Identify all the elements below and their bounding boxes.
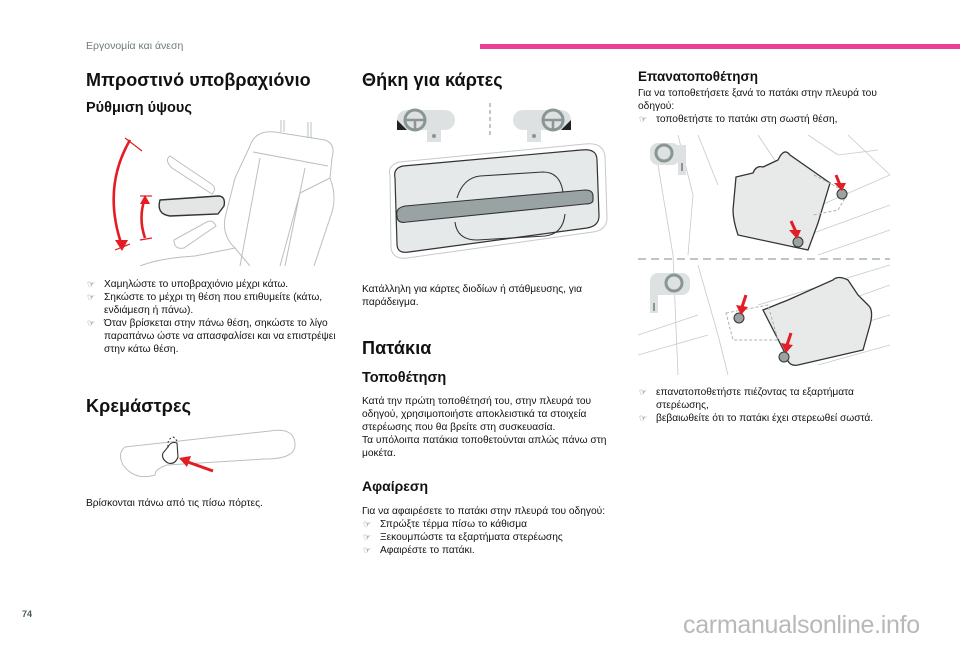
pointing-hand-icon: ☞: [363, 545, 372, 555]
removal-intro: Για να αφαιρέσετε το πατάκι στην πλευρά …: [362, 506, 606, 517]
list-item: ☞Σηκώστε το μέχρι τη θέση που επιθυμείτε…: [87, 292, 323, 316]
armrest-instructions: ☞Χαμηλώστε το υποβραχιόνιο μέχρι κάτω. ☞…: [86, 278, 344, 356]
card-holder-title: Θήκη για κάρτες: [362, 70, 503, 90]
fitting-paragraph: Τα υπόλοιπα πατάκια τοποθετούνται απλώς …: [362, 435, 607, 459]
list-item: ☞Ξεκουμπώστε τα εξαρτήματα στερέωσης: [363, 532, 563, 543]
card-holder-illustration: [385, 98, 615, 260]
removal-section: Για να αφαιρέσετε το πατάκι στην πλευρά …: [362, 505, 627, 557]
list-item: ☞τοποθετήστε το πατάκι στη σωστή θέση,: [639, 114, 838, 125]
list-item: ☞βεβαιωθείτε ότι το πατάκι έχει στερεωθε…: [639, 413, 874, 424]
left-hand-drive-icon: [650, 143, 686, 175]
pointing-hand-icon: ☞: [639, 114, 648, 124]
pointing-hand-icon: ☞: [87, 318, 96, 328]
removal-subtitle: Αφαίρεση: [362, 478, 429, 494]
section-label: Εργονομία και άνεση: [86, 40, 184, 52]
pointing-hand-icon: ☞: [639, 413, 648, 423]
coat-hook-illustration: [115, 425, 305, 483]
fitting-subtitle: Τοποθέτηση: [362, 370, 447, 386]
pointing-hand-icon: ☞: [639, 387, 648, 397]
fitting-paragraph: Κατά την πρώτη τοποθέτησή του, στην πλευ…: [362, 396, 592, 433]
fitting-text: Κατά την πρώτη τοποθέτησή του, στην πλευ…: [362, 395, 622, 460]
list-item: ☞επανατοποθετήστε πιέζοντας τα εξαρτήματ…: [639, 387, 854, 411]
pointing-hand-icon: ☞: [87, 279, 96, 289]
hooks-title: Κρεμάστρες: [86, 396, 192, 416]
mats-title: Πατάκια: [362, 338, 432, 358]
list-item: ☞Όταν βρίσκεται στην πάνω θέση, σηκώστε …: [87, 318, 336, 355]
list-item: ☞Αφαιρέστε το πατάκι.: [363, 545, 475, 556]
floor-mat-illustration: [638, 135, 890, 375]
list-item: ☞Σπρώξτε τέρμα πίσω το κάθισμα: [363, 519, 528, 530]
pointing-hand-icon: ☞: [363, 519, 372, 529]
refitting-intro: Για να τοποθετήσετε ξανά το πατάκι στην …: [638, 88, 877, 112]
right-hand-drive-icon: [513, 108, 571, 142]
refitting-steps-top: ☞τοποθετήστε το πατάκι στη σωστή θέση,: [638, 113, 888, 126]
refitting-steps-bottom: ☞επανατοποθετήστε πιέζοντας τα εξαρτήματ…: [638, 386, 893, 425]
hooks-text: Βρίσκονται πάνω από τις πίσω πόρτες.: [86, 498, 263, 509]
armrest-illustration: [100, 118, 345, 266]
list-item: ☞Χαμηλώστε το υποβραχιόνιο μέχρι κάτω.: [87, 279, 289, 290]
section-accent-bar: [480, 44, 960, 49]
card-holder-text: Κατάλληλη για κάρτες διοδίων ή στάθμευση…: [362, 284, 583, 308]
height-adjust-subtitle: Ρύθμιση ύψους: [86, 100, 192, 116]
removal-steps: ☞Σπρώξτε τέρμα πίσω το κάθισμα ☞Ξεκουμπώ…: [362, 518, 627, 557]
left-hand-drive-icon: [397, 108, 455, 142]
refitting-title: Επανατοποθέτηση: [638, 69, 758, 84]
page-number: 74: [22, 609, 33, 619]
watermark: carmanualsonline.info: [683, 611, 920, 639]
pointing-hand-icon: ☞: [363, 532, 372, 542]
refitting-intro-section: Για να τοποθετήσετε ξανά το πατάκι στην …: [638, 87, 888, 126]
right-hand-drive-icon: [650, 273, 690, 313]
armrest-title: Μπροστινό υποβραχιόνιο: [86, 70, 311, 90]
pointing-hand-icon: ☞: [87, 292, 96, 302]
